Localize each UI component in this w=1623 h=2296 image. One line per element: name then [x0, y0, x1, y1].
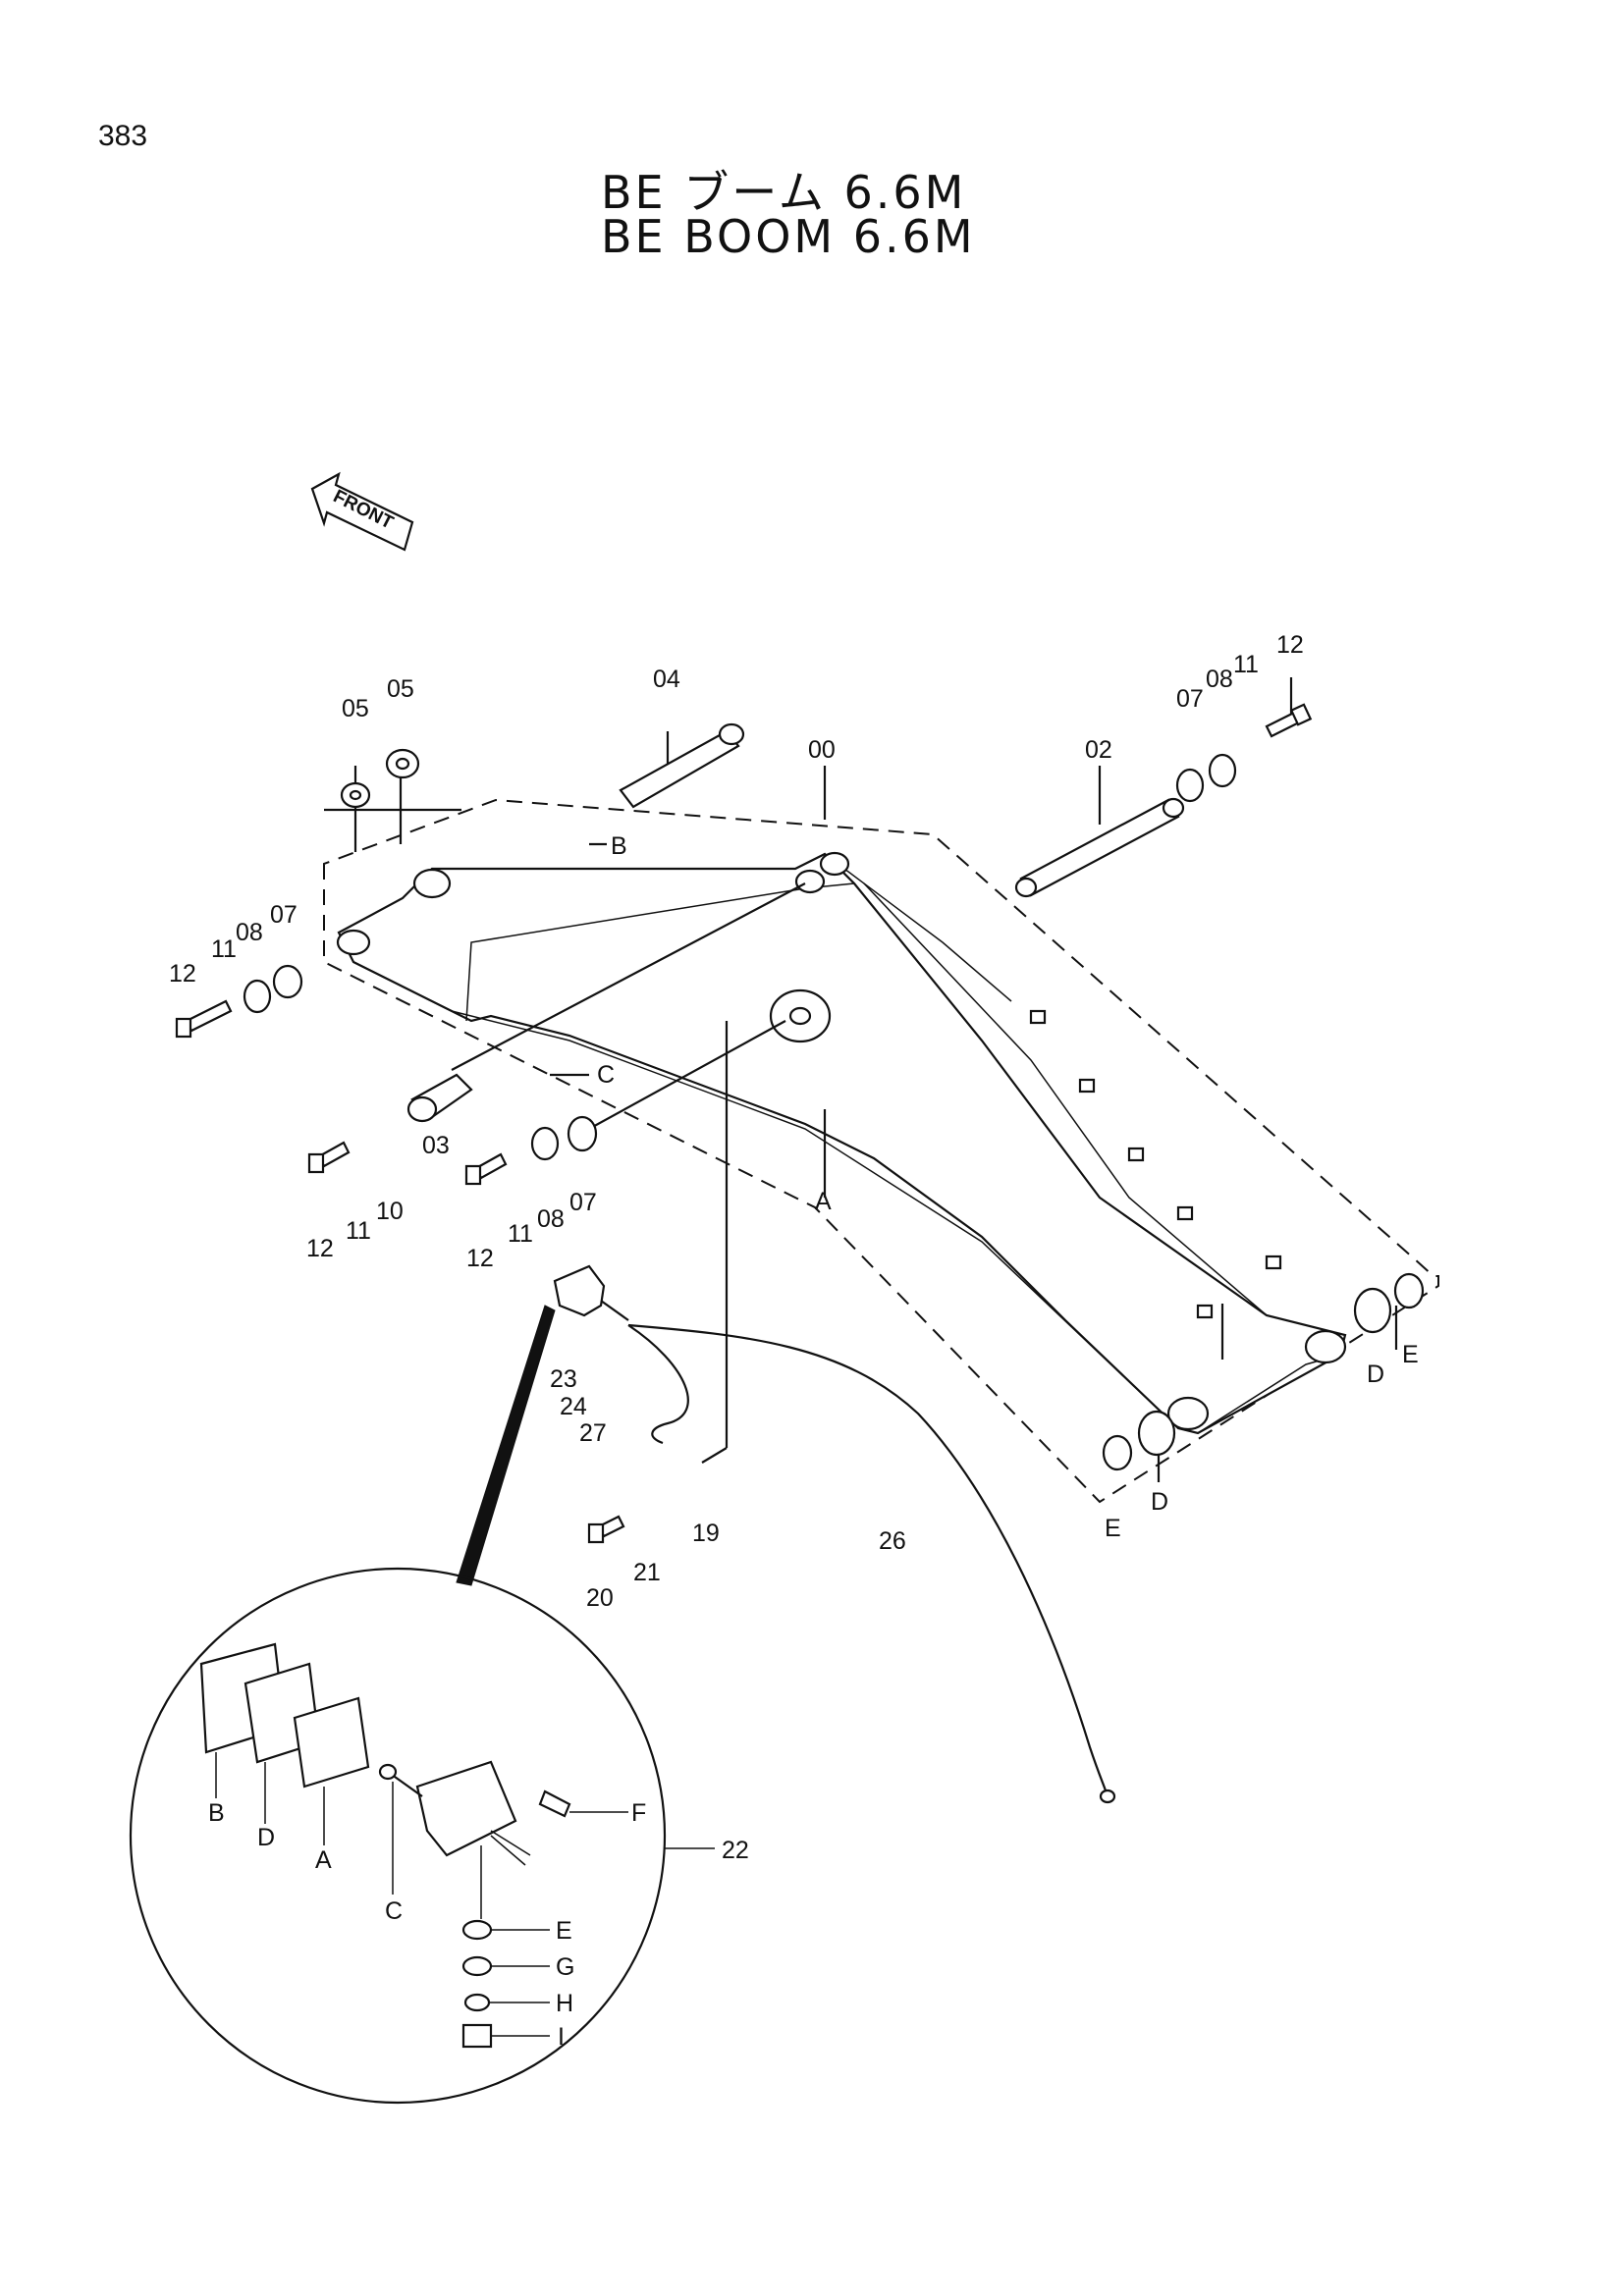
- callout-05-a: 05: [342, 695, 369, 722]
- detail-leaders: [215, 1752, 715, 2037]
- title-japanese: BE ブーム 6.6M: [601, 166, 967, 219]
- detail-callout-D: D: [257, 1824, 275, 1851]
- callout-23: 23: [550, 1365, 577, 1393]
- callout-27: 27: [579, 1419, 607, 1447]
- callout-E-bottom: E: [1105, 1515, 1121, 1542]
- callout-03: 03: [422, 1132, 450, 1159]
- pin-03: [406, 1073, 473, 1123]
- front-arrow-icon: FRONT: [310, 471, 414, 552]
- callout-05-b: 05: [387, 675, 414, 703]
- detail-callout-I: I: [558, 2023, 565, 2051]
- detail-circle: [129, 1567, 667, 2105]
- callout-07-tr: 07: [1176, 685, 1204, 713]
- callout-22: 22: [722, 1837, 749, 1864]
- harness-26: [627, 1323, 1116, 1804]
- callout-08-tr: 08: [1206, 666, 1233, 693]
- callout-C: C: [597, 1061, 615, 1089]
- callout-D-bottom: D: [1151, 1488, 1168, 1516]
- callout-20: 20: [586, 1584, 614, 1612]
- callout-19: 19: [692, 1520, 720, 1547]
- assembly-outline: [323, 798, 1439, 1504]
- callout-D-right: D: [1367, 1361, 1384, 1388]
- front-label: FRONT: [330, 486, 397, 534]
- detail-callout-G: G: [556, 1953, 574, 1981]
- detail-callout-E: E: [556, 1917, 572, 1945]
- detail-callout-B: B: [208, 1799, 225, 1827]
- boom-body: [336, 851, 1347, 1435]
- callout-E-right: E: [1402, 1341, 1419, 1368]
- callout-08-bm: 08: [537, 1205, 565, 1233]
- callout-11-bl: 11: [346, 1217, 371, 1245]
- detail-callout-C: C: [385, 1897, 403, 1925]
- callout-07-l: 07: [270, 901, 298, 929]
- callout-02: 02: [1085, 736, 1112, 764]
- callout-A: A: [815, 1188, 832, 1215]
- title-english: BE BOOM 6.6M: [601, 210, 976, 263]
- callout-10: 10: [376, 1198, 404, 1225]
- callout-11-tr: 11: [1233, 651, 1259, 678]
- detail-callout-H: H: [556, 1990, 573, 2017]
- callout-04: 04: [653, 666, 680, 693]
- callout-11-bm: 11: [508, 1220, 533, 1248]
- detail-pointer: [456, 1305, 556, 1586]
- callout-11-l: 11: [211, 935, 237, 963]
- washers: [243, 748, 1425, 1471]
- callout-08-l: 08: [236, 919, 263, 946]
- callout-21: 21: [633, 1559, 661, 1586]
- detail-callout-A: A: [315, 1846, 332, 1874]
- page-number: 383: [98, 120, 148, 152]
- callout-00: 00: [808, 736, 836, 764]
- callout-12-bm: 12: [466, 1245, 494, 1272]
- lamp-detail: [199, 1642, 571, 2049]
- pin-04: [619, 722, 745, 809]
- callout-labels: 05 05 04 00 02 07 08 11 12 B C A 12 11 0…: [169, 631, 1419, 2051]
- pin-02: [1014, 797, 1185, 898]
- callout-26: 26: [879, 1527, 906, 1555]
- callout-24: 24: [560, 1393, 587, 1420]
- callout-12-bl: 12: [306, 1235, 334, 1262]
- callout-07-bm: 07: [569, 1189, 597, 1216]
- detail-callout-F: F: [631, 1799, 646, 1827]
- work-lamp-22: [553, 1264, 629, 1321]
- bolts: [175, 703, 1313, 1544]
- callout-12-l: 12: [169, 960, 196, 988]
- callout-12-tr: 12: [1276, 631, 1304, 659]
- callout-B: B: [611, 832, 627, 860]
